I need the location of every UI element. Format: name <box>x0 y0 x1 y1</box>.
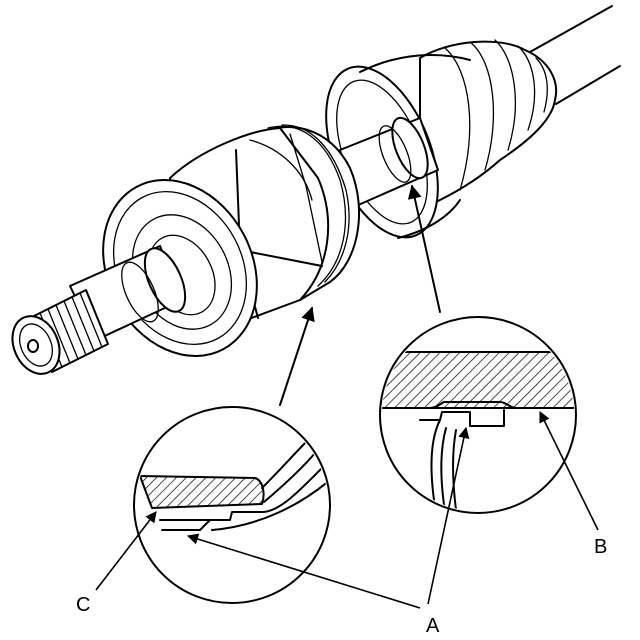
detail-circle-left <box>133 406 331 604</box>
label-callouts <box>95 410 599 609</box>
label-c: C <box>76 594 90 616</box>
detail-leaders <box>279 184 441 406</box>
axle-shaft <box>529 5 621 105</box>
splined-end <box>11 289 109 375</box>
detail-circle-right <box>379 316 577 514</box>
label-b: B <box>594 536 607 558</box>
label-a: A <box>426 615 440 637</box>
